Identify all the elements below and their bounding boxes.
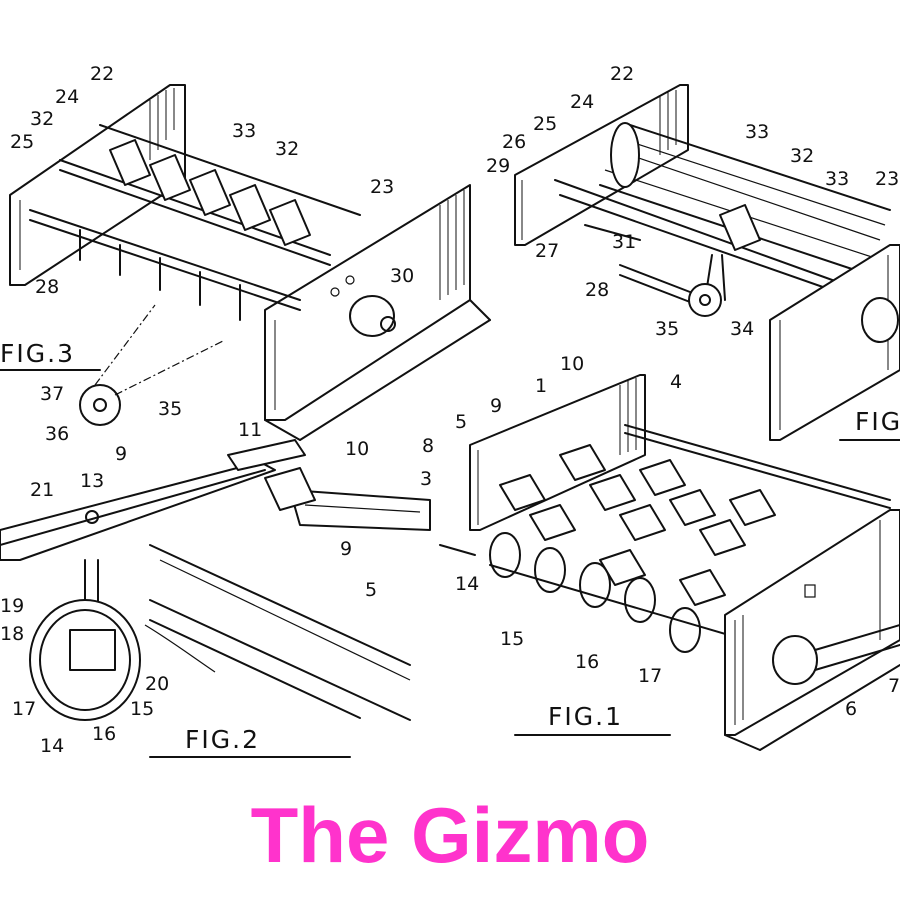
ref-num: 32	[30, 108, 54, 130]
ref-num: 17	[12, 698, 36, 720]
fig3-label: FIG.3	[0, 339, 75, 368]
ref-num: 33	[232, 120, 256, 142]
ref-num: 17	[638, 665, 662, 687]
ref-num: 24	[570, 91, 594, 113]
ref-num: 9	[340, 538, 352, 560]
ref-num: 33	[825, 168, 849, 190]
fig2-ref-numbers: 11 10 9 13 21 9 5 19 18 20 17 15 16 14	[0, 419, 377, 757]
ref-num: 7	[888, 675, 900, 697]
ref-num: 10	[345, 438, 369, 460]
ref-num: 24	[55, 86, 79, 108]
fig1-drawing	[439, 374, 900, 751]
ref-num: 33	[745, 121, 769, 143]
ref-num: 32	[275, 138, 299, 160]
ref-num: 34	[730, 318, 754, 340]
fig4-ref-numbers: 22 24 25 33 32 26 29 33 23 27 31 28 35 3…	[486, 63, 899, 340]
ref-num: 26	[502, 131, 526, 153]
ref-num: 6	[845, 698, 857, 720]
ref-num: 35	[655, 318, 679, 340]
fig1-ref-numbers: 10 1 4 9 5 8 3 14 15 16 17 6 7	[420, 353, 900, 720]
ref-num: 16	[92, 723, 116, 745]
fig1-label: FIG.1	[548, 702, 623, 731]
ref-num: 20	[145, 673, 169, 695]
ref-num: 14	[40, 735, 64, 757]
ref-num: 30	[390, 265, 414, 287]
ref-num: 1	[535, 375, 547, 397]
fig2-drawing	[0, 439, 431, 758]
ref-num: 3	[420, 468, 432, 490]
ref-num: 22	[610, 63, 634, 85]
ref-num: 28	[35, 276, 59, 298]
ref-num: 8	[422, 435, 434, 457]
ref-num: 31	[612, 231, 636, 253]
ref-num: 15	[500, 628, 524, 650]
ref-num: 25	[10, 131, 34, 153]
ref-num: 28	[585, 279, 609, 301]
ref-num: 36	[45, 423, 69, 445]
ref-num: 23	[370, 176, 394, 198]
ref-num: 35	[158, 398, 182, 420]
ref-num: 19	[0, 595, 24, 617]
fig3-ref-numbers: 22 24 32 25 33 32 23 28 30 37 35 36	[10, 63, 414, 445]
ref-num: 10	[560, 353, 584, 375]
fig4-label: FIG	[855, 407, 900, 436]
caption-title: The Gizmo	[250, 791, 650, 879]
ref-num: 32	[790, 145, 814, 167]
ref-num: 23	[875, 168, 899, 190]
ref-num: 27	[535, 240, 559, 262]
ref-num: 25	[533, 113, 557, 135]
ref-num: 5	[455, 411, 467, 433]
ref-num: 16	[575, 651, 599, 673]
ref-num: 29	[486, 155, 510, 177]
ref-num: 22	[90, 63, 114, 85]
ref-num: 14	[455, 573, 479, 595]
ref-num: 9	[490, 395, 502, 417]
ref-num: 15	[130, 698, 154, 720]
ref-num: 5	[365, 579, 377, 601]
fig2-label: FIG.2	[185, 725, 260, 754]
fig4-drawing	[514, 84, 900, 441]
ref-num: 21	[30, 479, 54, 501]
ref-num: 37	[40, 383, 64, 405]
ref-num: 4	[670, 371, 682, 393]
ref-num: 18	[0, 623, 24, 645]
ref-num: 13	[80, 470, 104, 492]
ref-num: 9	[115, 443, 127, 465]
fig3-drawing	[0, 84, 491, 441]
ref-num: 11	[238, 419, 262, 441]
